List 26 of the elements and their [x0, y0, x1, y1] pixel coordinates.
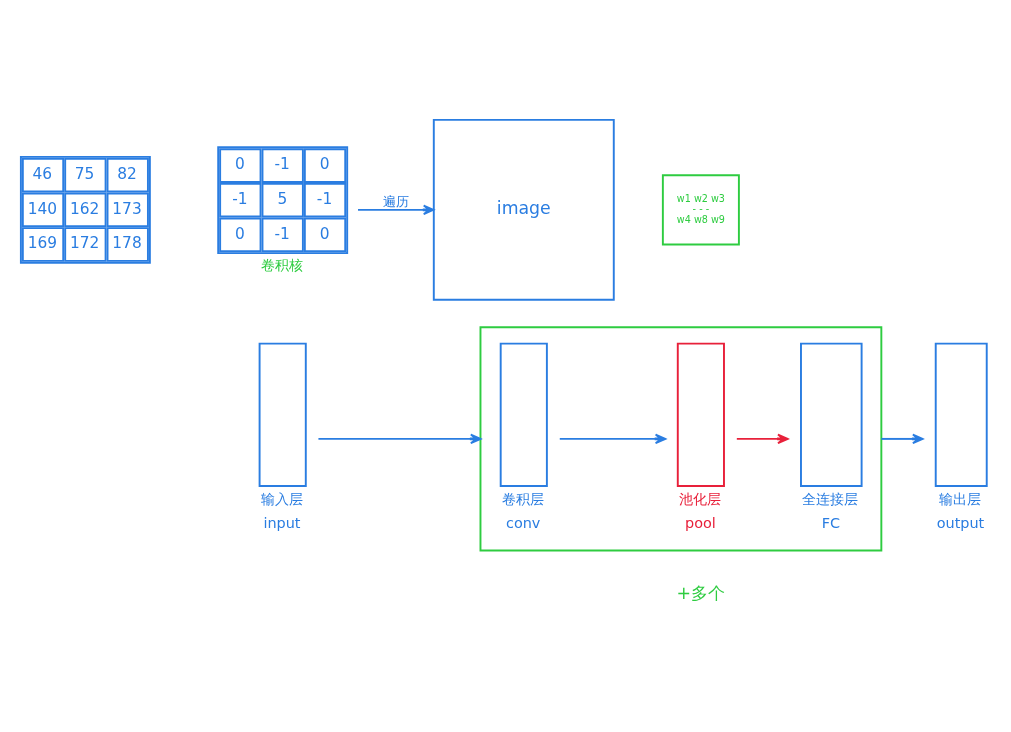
node-label: FC — [821, 515, 841, 532]
node-label: 卷积核 — [260, 256, 303, 273]
node-box: w1 w2 w3 - - - w4 w8 w9 — [661, 174, 740, 246]
node-label: 输出层 — [939, 491, 982, 508]
node-box — [499, 342, 548, 488]
arrow — [880, 433, 924, 445]
cluster — [479, 326, 883, 552]
node-box — [934, 342, 988, 488]
node-label: output — [936, 515, 985, 532]
arrow — [558, 433, 667, 445]
node-label: pool — [685, 515, 716, 532]
node-box — [258, 342, 307, 488]
node-label: 池化层 — [678, 491, 721, 508]
node-label: 输入层 — [260, 491, 303, 508]
label: +多个 — [676, 583, 726, 604]
node-box — [800, 342, 863, 488]
arrow — [357, 204, 435, 216]
node-label: 卷积层 — [501, 491, 544, 508]
node-label: 全连接层 — [801, 491, 858, 508]
node-label: conv — [505, 515, 541, 532]
edge-label: 遍历 — [382, 193, 409, 210]
node-box: image — [432, 118, 615, 301]
node-box — [676, 342, 725, 488]
arrow — [735, 433, 789, 445]
arrow — [317, 433, 482, 445]
node-label: input — [263, 515, 301, 532]
